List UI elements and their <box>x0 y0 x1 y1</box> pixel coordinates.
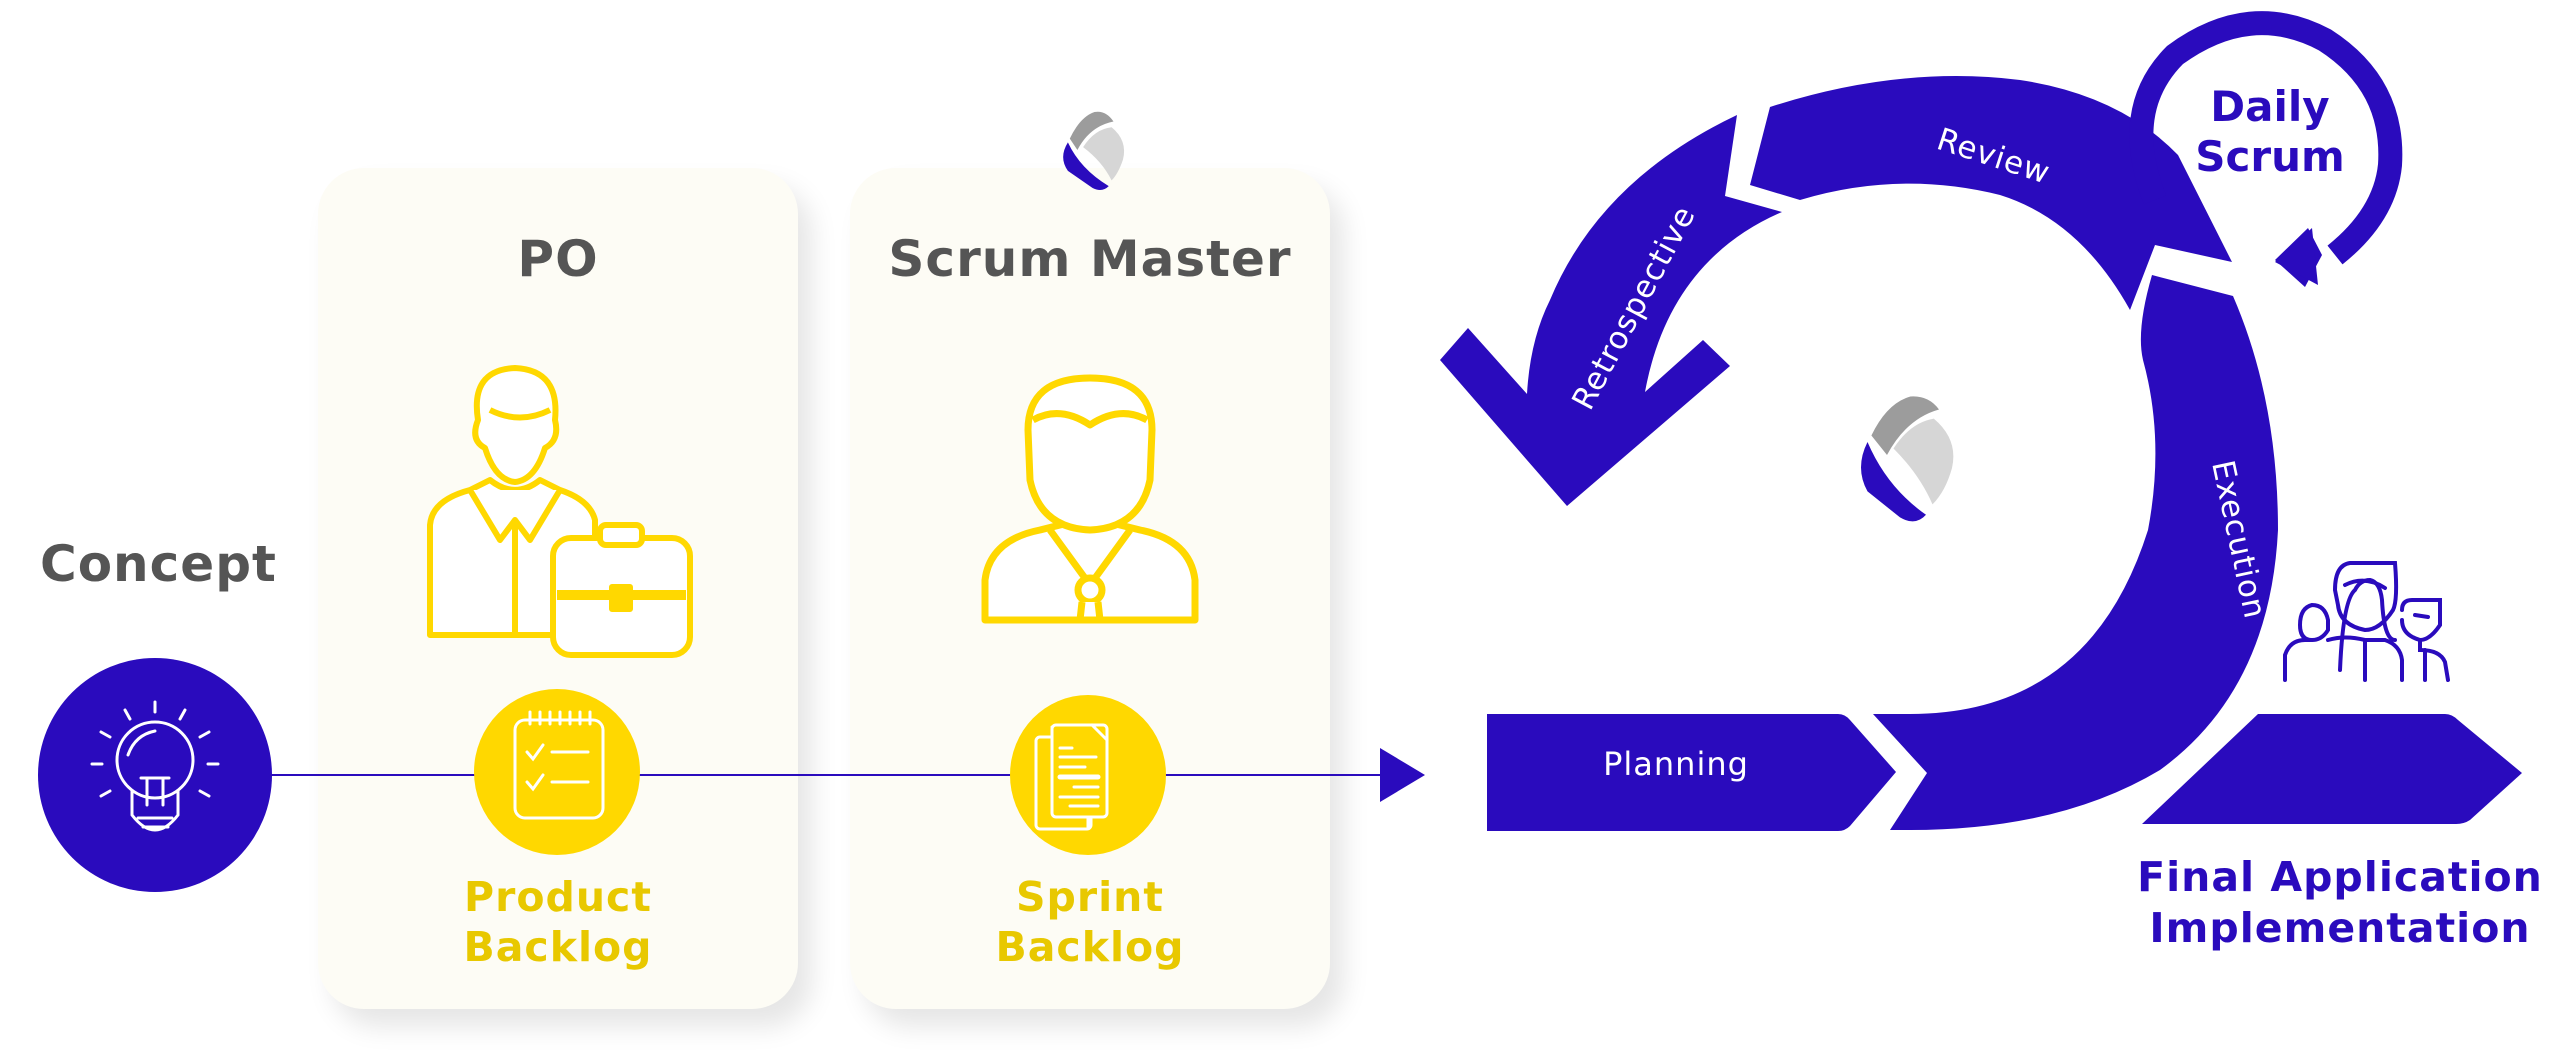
review-arc[interactable] <box>1750 76 2232 310</box>
sprint-backlog-line2: Backlog <box>995 923 1185 971</box>
team-icon <box>2283 561 2450 682</box>
product-backlog-line1: Product <box>464 873 652 921</box>
sprint-backlog-line1: Sprint <box>1016 873 1164 921</box>
documents-icon <box>1010 695 1166 855</box>
brand-logo-icon <box>1063 111 1125 190</box>
final-application-line2: Implementation <box>2149 904 2531 952</box>
po-title: PO <box>517 230 599 288</box>
brand-logo-center-icon <box>1861 396 1954 522</box>
planning-box[interactable] <box>1487 714 1896 831</box>
concept-title: Concept <box>40 535 277 593</box>
scrum-master-card: Scrum Master <box>850 168 1330 1009</box>
final-application-line1: Final Application <box>2137 853 2543 901</box>
daily-scrum-label: Daily Scrum <box>2160 82 2380 182</box>
execution-arc[interactable] <box>1873 275 2278 830</box>
flow-arrowhead-icon <box>1380 748 1425 802</box>
retrospective-arrow[interactable] <box>1440 115 1782 506</box>
scrum-master-person-icon <box>981 374 1199 624</box>
sprint-backlog-label: Sprint Backlog <box>850 872 1330 972</box>
product-backlog-label: Product Backlog <box>318 872 798 972</box>
final-application-box[interactable] <box>2142 714 2522 824</box>
final-application-label: Final Application Implementation <box>2120 852 2560 954</box>
planning-label: Planning <box>1603 745 1749 783</box>
product-owner-briefcase-icon <box>427 365 693 658</box>
lightbulb-icon <box>38 658 272 892</box>
daily-scrum-line1: Daily <box>2210 82 2330 131</box>
checklist-notepad-icon <box>474 689 640 855</box>
scrum-master-title: Scrum Master <box>888 230 1292 288</box>
daily-scrum-line2: Scrum <box>2195 132 2345 181</box>
product-backlog-line2: Backlog <box>463 923 653 971</box>
daily-scrum-loop-icon <box>2129 11 2403 287</box>
